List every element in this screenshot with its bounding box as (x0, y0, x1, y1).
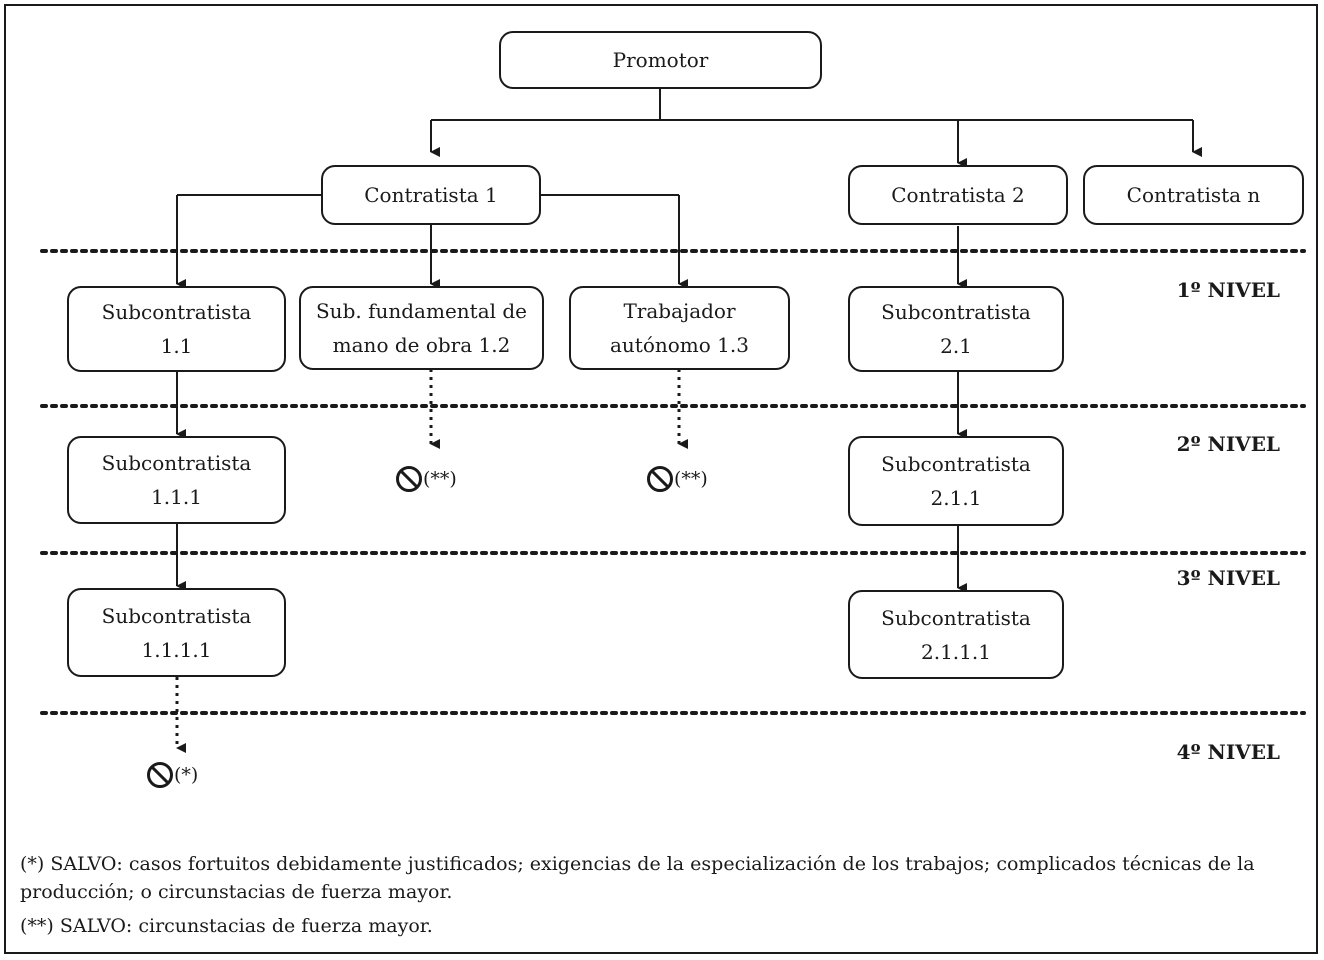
box-line: 1.1.1 (151, 485, 202, 509)
box-line: autónomo 1.3 (610, 333, 749, 357)
promotor-label: Promotor (612, 48, 709, 72)
subcontratista-1-1-1-1-box: Subcontratista 1.1.1.1 (67, 588, 286, 677)
diagram-frame (4, 4, 1318, 954)
box-line: Subcontratista (101, 451, 252, 475)
prohibition-trabajador-autonomo: (**) (647, 466, 708, 492)
prohibited-icon (647, 466, 673, 492)
prohibition-footnote-ref: (*) (174, 764, 199, 786)
contratista-2-box: Contratista 2 (848, 165, 1068, 225)
subcontratista-2-1-1-box: Subcontratista 2.1.1 (848, 436, 1064, 526)
subcontratista-1-1-box: Subcontratista 1.1 (67, 286, 286, 372)
box-line: 2.1.1 (930, 486, 982, 510)
box-line: Subcontratista (101, 603, 252, 628)
contratista-n-box: Contratista n (1083, 165, 1304, 225)
prohibited-icon (147, 762, 173, 788)
box-line: Subcontratista (101, 300, 252, 324)
contratista-n-label: Contratista n (1126, 183, 1261, 207)
contratista-1-box: Contratista 1 (321, 165, 541, 225)
level-4-label: 4º NIVEL (1176, 740, 1280, 764)
level-2-label: 2º NIVEL (1176, 432, 1280, 456)
box-line: Trabajador (623, 299, 736, 323)
box-line: Sub. fundamental de (315, 299, 528, 323)
prohibition-footnote-ref: (**) (674, 468, 708, 490)
box-line: Subcontratista (881, 452, 1031, 476)
prohibition-footnote-ref: (**) (423, 468, 457, 490)
box-line: 2.1.1.1 (921, 639, 991, 664)
subcontratista-1-1-1-box: Subcontratista 1.1.1 (67, 436, 286, 524)
contratista-2-label: Contratista 2 (891, 183, 1025, 207)
box-line: Subcontratista (881, 300, 1031, 324)
contratista-1-label: Contratista 1 (364, 183, 498, 207)
subcontratista-2-1-1-1-box: Subcontratista 2.1.1.1 (848, 590, 1064, 679)
box-line: 1.1.1.1 (141, 637, 212, 662)
level-3-label: 3º NIVEL (1176, 566, 1280, 590)
box-line: Subcontratista (881, 605, 1031, 630)
footnote-single-asterisk: (*) SALVO: casos fortuitos debidamente j… (20, 853, 1255, 903)
level-1-label: 1º NIVEL (1176, 278, 1280, 302)
box-line: 1.1 (160, 334, 193, 358)
trabajador-autonomo-1-3-box: Trabajador autónomo 1.3 (569, 286, 790, 370)
sub-fundamental-1-2-box: Sub. fundamental de mano de obra 1.2 (299, 286, 544, 370)
subcontratista-2-1-box: Subcontratista 2.1 (848, 286, 1064, 372)
box-line: mano de obra 1.2 (332, 333, 511, 357)
promotor-box: Promotor (499, 31, 822, 89)
prohibition-sub-fundamental: (**) (396, 466, 457, 492)
prohibited-icon (396, 466, 422, 492)
prohibition-subcontratista-4: (*) (147, 762, 198, 788)
footnote-double-asterisk: (**) SALVO: circunstacias de fuerza mayo… (20, 915, 433, 937)
box-line: 2.1 (940, 334, 972, 358)
